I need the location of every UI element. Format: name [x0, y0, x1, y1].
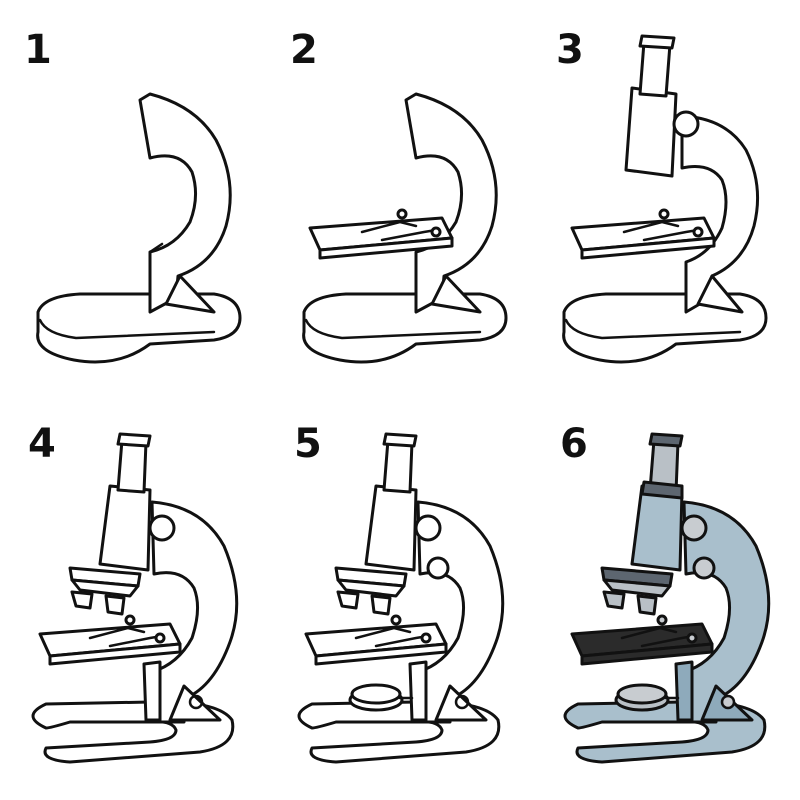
pivot-shape	[720, 694, 736, 710]
step-number: 1	[24, 27, 52, 73]
step-5-panel: 5	[266, 402, 528, 798]
step-number: 6	[560, 421, 588, 467]
microscope-step-1-icon	[36, 92, 242, 364]
microscope-step-5-icon	[297, 432, 505, 764]
microscope-step-4-icon	[31, 432, 239, 764]
clip-pin-shape	[686, 632, 698, 644]
fine-knob-shape	[692, 556, 716, 580]
pillar-shape	[674, 660, 694, 722]
step-4-panel: 4	[0, 402, 262, 798]
step-number: 5	[294, 421, 322, 467]
mirror-shape	[616, 683, 668, 705]
tube-collar-shape	[640, 480, 684, 500]
eyepiece-cap-shape	[648, 432, 684, 448]
clip-pin-shape	[656, 614, 668, 626]
nosepiece-lower-shape	[602, 578, 672, 598]
step-3-panel: 3	[532, 0, 794, 396]
stage-edge-shape	[580, 642, 714, 666]
step-number: 3	[556, 27, 584, 73]
microscope-step-6-icon	[563, 432, 771, 764]
step-2-panel: 2	[266, 0, 528, 396]
objective-left-shape	[602, 590, 626, 610]
microscope-step-3-icon	[562, 34, 768, 364]
step-number: 2	[290, 27, 318, 73]
objective-right-shape	[636, 594, 658, 616]
step-1-panel: 1	[0, 0, 262, 396]
step-number: 4	[28, 421, 56, 467]
step-6-panel: 6	[532, 402, 794, 798]
microscope-step-2-icon	[302, 92, 508, 364]
coarse-knob-shape	[680, 514, 708, 542]
